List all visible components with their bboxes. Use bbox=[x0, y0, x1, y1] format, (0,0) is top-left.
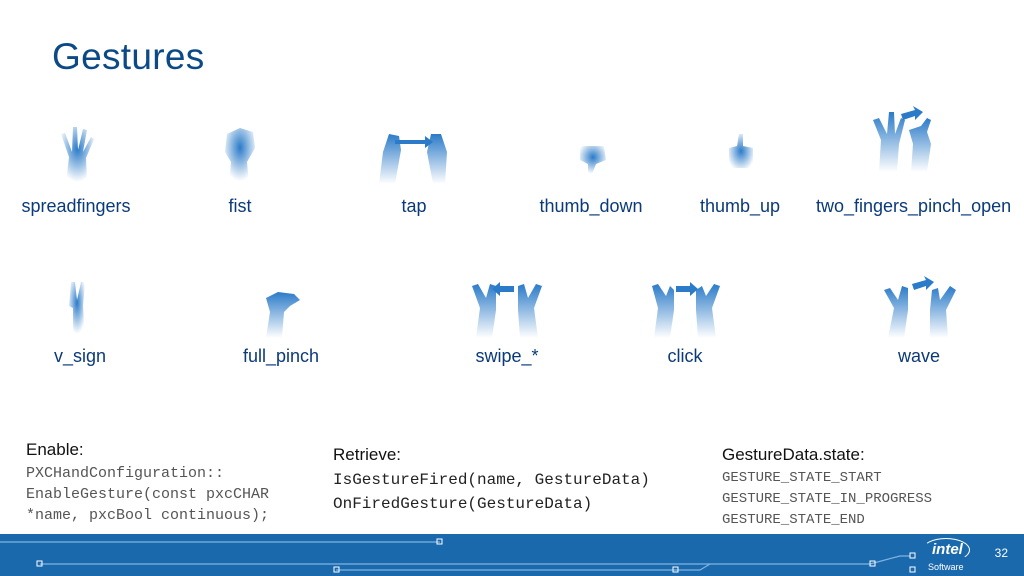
retrieve-section: Retrieve: IsGestureFired(name, GestureDa… bbox=[333, 445, 650, 516]
v-sign-hand-icon bbox=[69, 282, 85, 334]
gesture-label: two_fingers_pinch_open bbox=[816, 196, 1012, 216]
code-line: OnFiredGesture(GestureData) bbox=[333, 495, 593, 513]
code-line: EnableGesture(const pxcCHAR bbox=[26, 486, 270, 503]
intel-software-logo: intel Software bbox=[922, 538, 974, 574]
gesture-label: tap bbox=[401, 196, 427, 216]
page-number: 32 bbox=[994, 546, 1008, 560]
swipe-hands-icon bbox=[472, 282, 542, 338]
gesture-label: full_pinch bbox=[242, 346, 320, 366]
circuit-lines-decoration bbox=[0, 538, 916, 573]
footer-bar: intel Software 32 bbox=[0, 534, 1024, 576]
gesture-label: spreadfingers bbox=[21, 196, 131, 216]
gesture-label: wave bbox=[897, 346, 941, 366]
logo-sub-text: Software bbox=[928, 562, 964, 572]
pinch-open-hands-icon bbox=[873, 106, 931, 172]
fist-hand-icon bbox=[225, 128, 255, 184]
wave-hands-icon bbox=[884, 276, 956, 338]
thumb-down-icon bbox=[580, 146, 606, 174]
gesture-label: fist bbox=[228, 196, 252, 216]
full-pinch-hand-icon bbox=[266, 292, 300, 338]
logo-ring-icon bbox=[922, 538, 970, 562]
code-line: GESTURE_STATE_END bbox=[722, 512, 865, 528]
spread-fingers-hand-icon bbox=[61, 127, 94, 182]
tap-hands-icon bbox=[379, 134, 447, 184]
code-line: GESTURE_STATE_IN_PROGRESS bbox=[722, 491, 933, 507]
code-line: GESTURE_STATE_START bbox=[722, 470, 882, 486]
slide-title: Gestures bbox=[52, 36, 205, 77]
logo-brand-text: intel bbox=[932, 541, 963, 558]
enable-section: Enable: PXCHandConfiguration:: EnableGes… bbox=[26, 440, 269, 526]
gesture-label: thumb_down bbox=[539, 196, 643, 216]
gesture-label: thumb_up bbox=[699, 196, 781, 216]
gesture-label: click bbox=[667, 346, 703, 366]
enable-heading: Enable: bbox=[26, 440, 84, 459]
retrieve-heading: Retrieve: bbox=[333, 445, 402, 464]
gesture-label: v_sign bbox=[53, 346, 107, 366]
click-hands-icon bbox=[652, 282, 720, 338]
code-line: PXCHandConfiguration:: bbox=[26, 465, 225, 482]
state-section: GestureData.state: GESTURE_STATE_START G… bbox=[722, 445, 932, 531]
code-line: *name, pxcBool continuous); bbox=[26, 507, 270, 524]
state-heading: GestureData.state: bbox=[722, 445, 865, 464]
code-line: IsGestureFired(name, GestureData) bbox=[333, 471, 650, 489]
thumb-up-icon bbox=[729, 134, 753, 168]
gesture-label: swipe_* bbox=[475, 346, 539, 366]
